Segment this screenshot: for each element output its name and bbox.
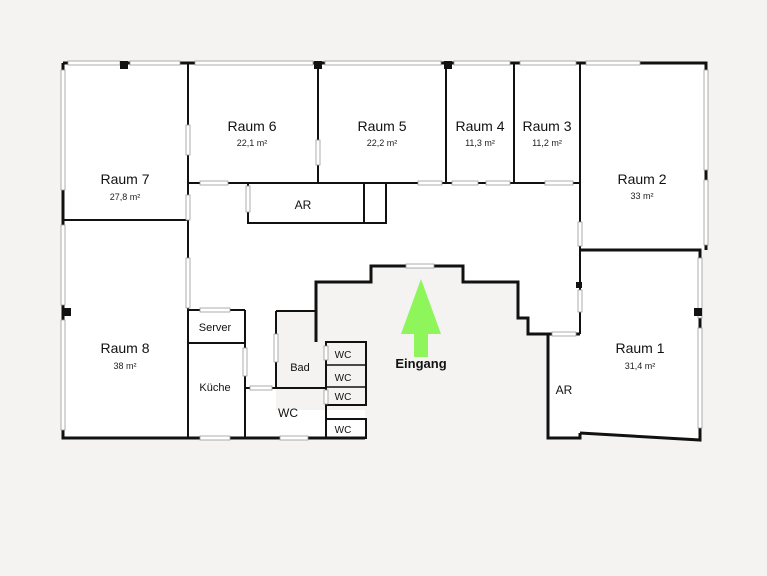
bad-label: Bad (290, 362, 310, 374)
raum4-name: Raum 4 (455, 118, 504, 134)
ar-right-label: AR (556, 383, 573, 397)
entrance-label: Eingang (395, 356, 446, 371)
columns (63, 61, 702, 316)
raum5-name: Raum 5 (357, 118, 406, 134)
floor-area (63, 63, 706, 440)
kueche-label: Küche (199, 382, 230, 394)
raum6-name: Raum 6 (227, 118, 276, 134)
windows (60, 60, 709, 441)
entrance-arrow-icon (401, 279, 441, 357)
wc-cell-1: WC (335, 350, 352, 361)
wc-main-label: WC (278, 406, 298, 420)
raum5-area: 22,2 m² (367, 138, 398, 148)
raum7-area: 27,8 m² (110, 192, 141, 202)
server-label: Server (199, 322, 232, 334)
raum8-name: Raum 8 (100, 340, 149, 356)
raum4-area: 11,3 m² (465, 138, 495, 148)
raum7-name: Raum 7 (100, 171, 149, 187)
raum1-name: Raum 1 (615, 340, 664, 356)
raum6-area: 22,1 m² (237, 138, 268, 148)
raum1-area: 31,4 m² (625, 361, 656, 371)
raum8-area: 38 m² (113, 361, 136, 371)
raum2-name: Raum 2 (617, 171, 666, 187)
raum3-area: 11,2 m² (532, 138, 562, 148)
wc-cell-2: WC (335, 373, 352, 384)
raum2-area: 33 m² (630, 191, 653, 201)
wc-cell-4: WC (335, 425, 352, 436)
raum3-name: Raum 3 (522, 118, 571, 134)
ar-top-label: AR (295, 198, 312, 212)
wc-cell-3: WC (335, 392, 352, 403)
